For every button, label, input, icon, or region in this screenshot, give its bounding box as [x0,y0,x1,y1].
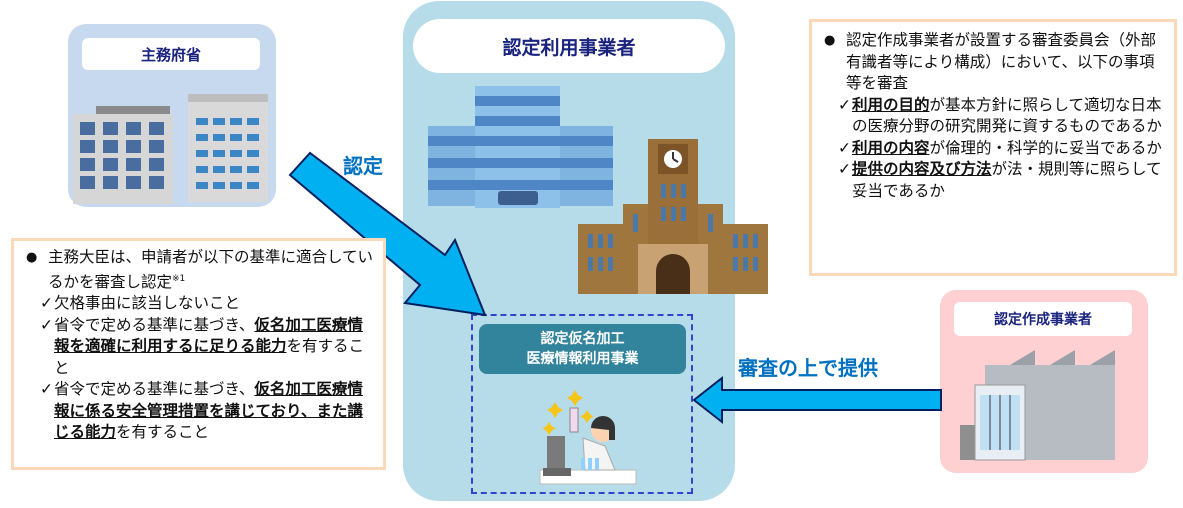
certified-business-badge: 認定仮名加工 医療情報利用事業 [479,324,686,374]
ministry-criteria-note: ● 主務大臣は、申請者が以下の基準に適合しているかを審査し認定※1 ✓ 欠格事由… [11,238,386,470]
criteria-text: 省令で定める基準に基づき、 [54,380,255,399]
review-emphasis: 提供の内容及び方法 [852,160,992,178]
review-item: ✓ 提供の内容及び方法が法・規則等に照らして妥当であるか [824,159,1166,202]
check-icon: ✓ [838,95,851,114]
check-icon: ✓ [40,315,53,334]
criteria-text: 省令で定める基準に基づき、 [54,315,255,334]
scientist-with-microscope-icon [539,390,637,485]
check-icon: ✓ [40,294,53,313]
provision-arrow [692,375,942,425]
certification-arrow [288,151,487,317]
right-note-intro-text: 認定作成事業者が設置する審査委員会（外部有識者等により構成）において、以下の事項… [846,31,1157,92]
criteria-text: を有すること [54,337,365,377]
certified-creator-label: 認定作成事業者 [954,302,1132,336]
business-badge-line2: 医療情報利用事業 [526,351,639,367]
data-center-buildings-icon [960,350,1115,461]
criteria-item: ✓ 欠格事由に該当しないこと [26,293,375,315]
criteria-item: ✓ 省令で定める基準に基づき、仮名加工医療情報を適確に利用するに足りる能力を有す… [26,315,375,380]
bullet-icon: ● [26,250,38,265]
ministry-label: 主務府省 [82,38,260,70]
office-building-icon [428,86,613,208]
footnote-mark: ※1 [172,273,186,284]
criteria-emphasis: 仮名加工医療情報を適確に利用するに足りる能力 [54,315,363,356]
check-icon: ✓ [838,160,851,178]
review-emphasis: 利用の目的 [852,95,930,114]
bullet-icon: ● [824,33,836,48]
review-committee-note: ● 認定作成事業者が設置する審査委員会（外部有識者等により構成）において、以下の… [809,19,1177,276]
check-icon: ✓ [838,138,851,157]
criteria-item: ✓ 省令で定める基準に基づき、仮名加工医療情報に係る安全管理措置を講じており、ま… [26,379,375,444]
provision-arrow-label: 審査の上で提供 [738,356,878,380]
review-item: ✓ 利用の目的が基本方針に照らして適切な日本の医療分野の研究開発に資するものであ… [824,95,1166,138]
certification-arrow-label: 認定 [343,154,383,178]
university-clock-tower-icon [578,139,768,294]
review-item: ✓ 利用の内容が倫理的・科学的に妥当であるか [824,138,1166,160]
criteria-text: 欠格事由に該当しないこと [54,294,241,313]
business-area-frame [471,314,693,494]
review-text: が法・規則等に照らして妥当であるか [852,160,1162,200]
office-buildings-icon [73,94,268,204]
certified-creator-panel: 認定作成事業者 [940,290,1148,473]
review-text: が倫理的・科学的に妥当であるか [929,138,1162,157]
check-icon: ✓ [40,380,53,399]
criteria-emphasis: 仮名加工医療情報に係る安全管理措置を講じており、また講じる能力 [54,380,363,442]
review-text: が基本方針に照らして適切な日本の医療分野の研究開発に資するものであるか [852,95,1162,136]
note-intro: ● 認定作成事業者が設置する審査委員会（外部有識者等により構成）において、以下の… [824,30,1166,95]
review-emphasis: 利用の内容 [852,138,930,157]
business-badge-line1: 認定仮名加工 [540,331,625,347]
ministry-panel: 主務府省 [68,24,276,207]
provision-arrow-shape [692,375,942,425]
certified-user-title: 認定利用事業者 [413,19,725,73]
criteria-text: を有すること [116,423,210,442]
note-intro: ● 主務大臣は、申請者が以下の基準に適合しているかを審査し認定※1 [26,247,375,293]
certification-arrow-shape [288,151,487,317]
left-note-intro-text: 主務大臣は、申請者が以下の基準に適合しているかを審査し認定 [48,248,374,291]
